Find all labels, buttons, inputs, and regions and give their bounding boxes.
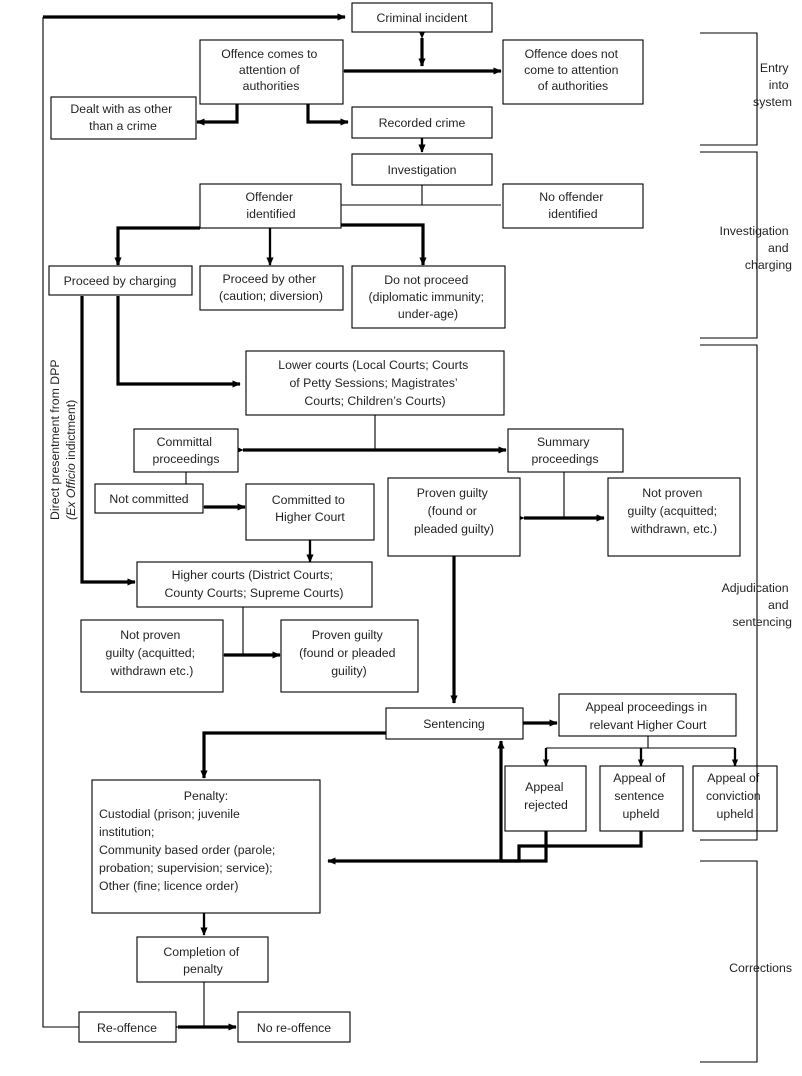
node-offence-does-not-come[interactable]	[502, 39, 644, 105]
label-investigation: Investigation	[387, 163, 456, 177]
bracket-corrections	[700, 860, 758, 1063]
bracket-adjudication	[700, 344, 758, 841]
node-labels: Criminal incident Offence comes to atten…	[64, 11, 764, 1035]
bracket-entry	[700, 32, 758, 146]
label-appeal-rejected: Appeal rejected	[524, 780, 568, 812]
label-appeal-of-sentence-upheld: Appeal of sentence upheld	[613, 771, 668, 821]
node-offender-identified[interactable]	[199, 183, 342, 229]
bracket-investigation	[700, 151, 758, 339]
label-lower-courts: Lower courts (Local Courts; Courts of Pe…	[278, 358, 471, 408]
edge-offence-to-recorded	[306, 104, 349, 126]
label-offence-comes-to-attention: Offence comes to attention of authoritie…	[221, 47, 321, 93]
node-no-re-offence[interactable]	[237, 1011, 351, 1043]
section-label-corrections: Corrections	[729, 961, 792, 975]
node-not-committed[interactable]	[94, 483, 204, 514]
node-no-offender-identified[interactable]	[502, 183, 644, 229]
edge-offender-to-donotproceed	[341, 223, 427, 266]
edge-offence-to-dealt	[196, 104, 239, 126]
label-no-offender-identified: No offender identified	[539, 190, 606, 221]
edge-reoffence-to-incident	[42, 17, 79, 1028]
label-no-re-offence: No re-offence	[257, 1021, 331, 1035]
node-re-offence[interactable]	[78, 1011, 177, 1043]
node-committal-proceedings[interactable]	[133, 428, 239, 473]
node-proceed-by-other[interactable]	[199, 265, 344, 311]
node-criminal-incident[interactable]	[351, 2, 493, 33]
node-lower-courts[interactable]	[245, 350, 505, 416]
label-proven-guilty-lower: Proven guilty (found or pleaded guilty)	[414, 486, 494, 536]
label-re-offence: Re-offence	[97, 1021, 157, 1035]
label-offence-does-not-come: Offence does not come to attention of au…	[524, 47, 622, 93]
label-higher-courts: Higher courts (District Courts; County C…	[164, 568, 343, 600]
label-not-proven-guilty-higher: Not proven guilty (acquitted; withdrawn …	[106, 628, 199, 678]
label-criminal-incident: Criminal incident	[377, 11, 468, 25]
label-penalty-body: Custodial (prison; juvenile institution;…	[99, 807, 279, 893]
section-brackets	[700, 32, 758, 1063]
node-committed-to-higher-court[interactable]	[245, 483, 375, 541]
node-appeal-of-sentence-upheld[interactable]	[599, 765, 684, 832]
connectors	[42, 13, 739, 1031]
node-offence-comes-to-attention[interactable]	[199, 39, 344, 105]
label-committal-proceedings: Committal proceedings	[153, 435, 220, 466]
node-proceed-by-charging[interactable]	[48, 265, 193, 296]
node-penalty[interactable]	[91, 779, 321, 914]
label-proceed-by-charging: Proceed by charging	[64, 274, 177, 288]
label-not-proven-guilty-lower: Not proven guilty (acquitted; withdrawn,…	[628, 486, 721, 536]
label-offender-identified: Offender identified	[245, 190, 296, 221]
edge-charging-to-lower	[116, 296, 241, 388]
label-dealt-with-other: Dealt with as other than a crime	[70, 102, 175, 133]
node-proven-guilty-lower[interactable]	[387, 477, 521, 557]
node-sentencing[interactable]	[385, 707, 524, 740]
direct-presentment-label: Direct presentment from DPP (Ex Officio …	[48, 359, 78, 520]
label-completion-of-penalty: Completion of penalty	[163, 945, 242, 976]
node-appeal-proceedings[interactable]	[558, 693, 737, 737]
label-penalty-heading: Penalty:	[184, 789, 228, 803]
node-dealt-with-other[interactable]	[50, 96, 197, 140]
node-appeal-of-conviction-upheld[interactable]	[692, 765, 778, 832]
label-summary-proceedings: Summary proceedings	[532, 435, 599, 466]
node-summary-proceedings[interactable]	[507, 428, 624, 473]
label-proven-guilty-higher: Proven guilty (found or pleaded guility)	[299, 628, 399, 678]
label-committed-to-higher-court: Committed to Higher Court	[272, 493, 349, 524]
node-not-proven-guilty-lower[interactable]	[607, 477, 741, 557]
node-proven-guilty-higher[interactable]	[280, 619, 419, 693]
node-investigation[interactable]	[351, 153, 493, 186]
node-higher-courts[interactable]	[136, 561, 373, 608]
node-do-not-proceed[interactable]	[351, 265, 506, 329]
label-recorded-crime: Recorded crime	[379, 116, 466, 130]
edge-offender-to-charging	[114, 226, 200, 266]
section-label-adjudication: Adjudication and sentencing	[722, 581, 793, 629]
label-sentencing: Sentencing	[423, 717, 485, 731]
label-proceed-by-other: Proceed by other (caution; diversion)	[219, 272, 323, 303]
section-label-entry: Entry into system	[753, 61, 792, 109]
node-completion-of-penalty[interactable]	[136, 936, 269, 983]
label-do-not-proceed: Do not proceed (diplomatic immunity; und…	[369, 273, 488, 321]
node-appeal-rejected[interactable]	[504, 765, 587, 832]
edge-sentencing-to-penalty	[200, 731, 386, 779]
node-recorded-crime[interactable]	[351, 106, 493, 139]
section-labels: Entry into system Investigation and char…	[720, 61, 793, 975]
section-label-investigation: Investigation and charging	[720, 224, 793, 272]
label-appeal-of-conviction-upheld: Appeal of conviction upheld	[706, 771, 764, 821]
direct-presentment-line2: (Ex Officio indictment)	[64, 400, 78, 520]
edge-charging-to-higher	[80, 296, 136, 586]
node-not-proven-guilty-higher[interactable]	[80, 619, 224, 693]
edge-sentence-upheld-to-penalty	[327, 831, 643, 865]
label-not-committed: Not committed	[109, 492, 188, 506]
label-appeal-proceedings: Appeal proceedings in relevant Higher Co…	[585, 700, 710, 732]
direct-presentment-line1: Direct presentment from DPP	[48, 359, 62, 520]
